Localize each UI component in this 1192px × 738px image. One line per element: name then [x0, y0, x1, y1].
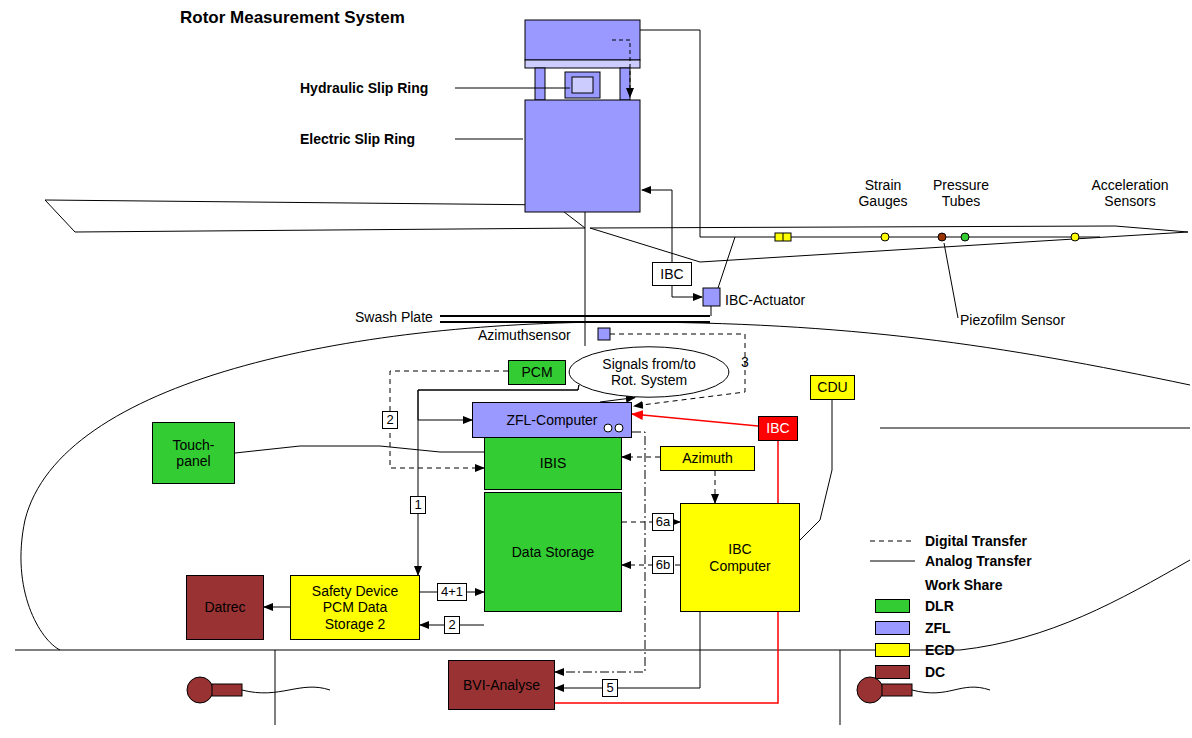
legend-swatch — [875, 665, 910, 679]
callout-number: 2 — [382, 411, 397, 430]
bvi-analyse-box: BVI-Analyse — [448, 660, 555, 710]
node-text: Azimuth — [682, 450, 733, 466]
leader-label: Electric Slip Ring — [300, 131, 415, 147]
node-text: Datrec — [204, 599, 245, 615]
callout-number: 6a — [652, 513, 674, 532]
callout-number: 3 — [741, 354, 749, 370]
connector — [235, 446, 484, 453]
part-label: Swash Plate — [355, 309, 433, 325]
ibc-signal-box: IBC — [758, 416, 798, 441]
node-text: IBIS — [540, 455, 566, 471]
callout-number: 4+1 — [437, 583, 467, 602]
cdu-box: CDU — [810, 375, 855, 400]
legend-text: ECD — [925, 642, 955, 658]
slip-ring-stack — [525, 20, 640, 212]
legend-solid-sample — [870, 561, 915, 562]
node-text: CDU — [817, 379, 847, 395]
callout-number: 6b — [652, 556, 674, 575]
connector — [777, 441, 779, 503]
legend-swatch — [875, 643, 910, 657]
connector — [715, 471, 716, 503]
wires — [455, 30, 745, 406]
sensor-label: Pressure Tubes — [925, 177, 997, 209]
connector — [800, 400, 832, 540]
legend-text: ZFL — [925, 620, 951, 636]
node-text: IBC — [766, 420, 789, 436]
ibc-box: IBC — [652, 262, 692, 286]
node-text: IBC Computer — [705, 541, 775, 573]
diagram-title: Rotor Measurement System — [180, 8, 405, 28]
node-text: Touch-panel — [161, 437, 227, 469]
connector — [555, 612, 700, 688]
sensor-label: Strain Gauges — [848, 177, 918, 209]
connector — [632, 414, 758, 426]
actuator-label: IBC-Actuator — [725, 292, 805, 308]
zfl-computer-box: ZFL-Computer — [472, 402, 632, 438]
leader-label: Hydraulic Slip Ring — [300, 80, 428, 96]
legend-swatch — [875, 621, 910, 635]
node-text: BVI-Analyse — [463, 677, 540, 693]
azimuth-sensor — [598, 328, 610, 340]
safety-device-box: Safety Device PCM Data Storage 2 — [290, 575, 420, 640]
sensor-label: Azimuthsensor — [478, 327, 571, 343]
node-text: Data Storage — [512, 544, 595, 560]
legend-dashed-sample — [870, 541, 915, 542]
connector — [622, 457, 660, 458]
callout-number: 2 — [444, 616, 459, 635]
datrec-box: Datrec — [186, 575, 264, 640]
legend-text: DLR — [925, 598, 954, 614]
legend-text: DC — [925, 664, 945, 680]
sensor-label: Piezofilm Sensor — [960, 312, 1065, 328]
legend-text: Analog Transfer — [925, 553, 1032, 569]
node-text: IBC — [660, 266, 683, 282]
switch-symbol — [603, 422, 625, 434]
ibc-actuator — [703, 288, 720, 306]
pcm-box: PCM — [508, 360, 566, 385]
connector — [264, 607, 290, 608]
legend-swatch — [875, 599, 910, 613]
signal-ellipse: Signals from/to Rot. System — [568, 346, 730, 398]
node-text: PCM — [521, 364, 552, 380]
node-text: Safety Device PCM Data Storage 2 — [299, 583, 411, 631]
swash-plate — [440, 316, 710, 322]
callout-number: 5 — [602, 679, 617, 698]
touch-panel-box: Touch-panel — [152, 422, 235, 484]
node-text: Signals from/to Rot. System — [593, 356, 705, 388]
legend-heading: Work Share — [925, 577, 1003, 593]
ibis-box: IBIS — [484, 437, 622, 490]
fuselage-outline — [15, 322, 1190, 725]
azimuth-box: Azimuth — [660, 446, 755, 471]
legend-text: Digital Transfer — [925, 533, 1027, 549]
node-text: ZFL-Computer — [506, 412, 597, 428]
ibc-computer-box: IBC Computer — [680, 503, 800, 612]
microphones — [187, 677, 990, 703]
callout-number: 1 — [410, 496, 425, 515]
connector — [555, 612, 778, 703]
sensor-label: Acceleration Sensors — [1078, 177, 1182, 209]
data-storage-box: Data Storage — [484, 492, 622, 612]
